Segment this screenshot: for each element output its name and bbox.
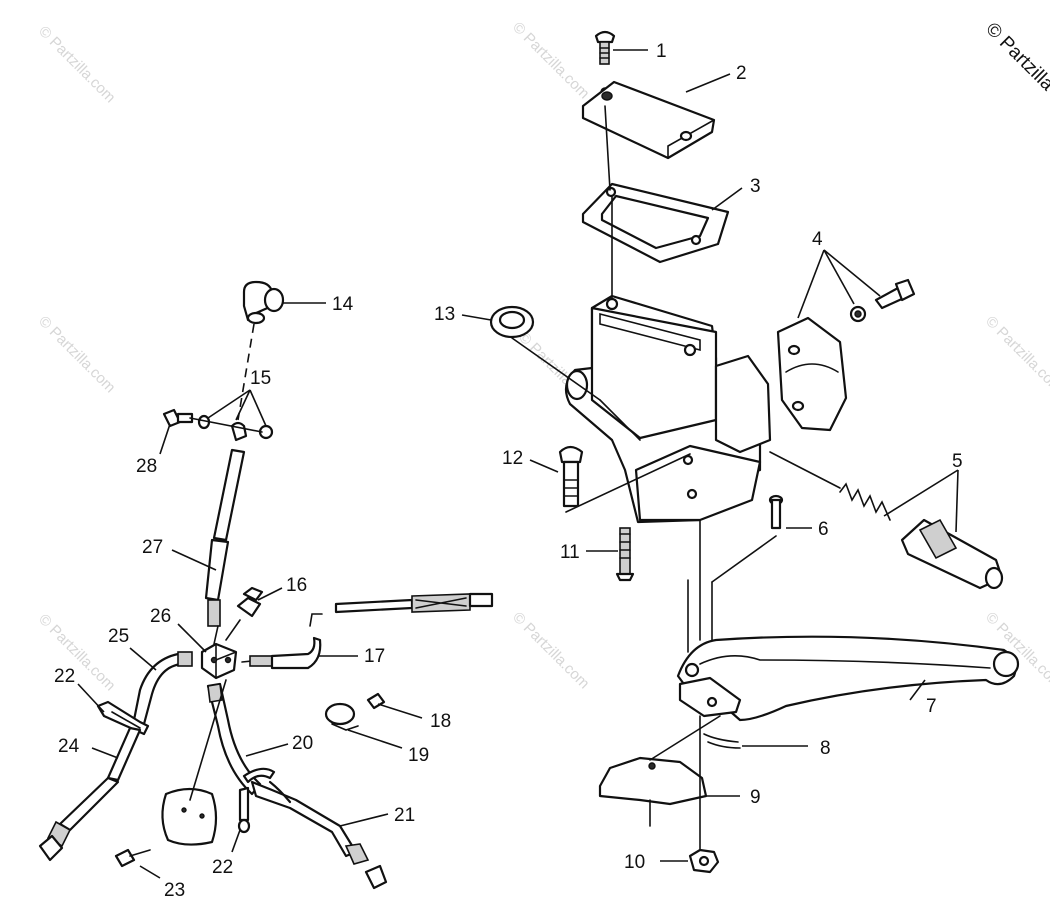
callout-11: 11 [560, 542, 580, 563]
callout-26: 26 [150, 606, 171, 627]
callout-6: 6 [818, 519, 829, 540]
part-25-brake-hose [132, 651, 193, 726]
callout-5: 5 [952, 451, 963, 472]
right-assembly-lines [511, 105, 841, 851]
leader-lines [77, 49, 959, 879]
part-19-hose-clip [324, 702, 359, 731]
left-assembly-lines [189, 323, 263, 801]
part-20-brake-hose [206, 682, 262, 796]
part-17-brake-line [241, 592, 494, 670]
part-8-lever-spring [703, 733, 741, 749]
callout-13: 13 [434, 304, 455, 325]
callout-18: 18 [430, 711, 451, 732]
callout-24: 24 [58, 736, 80, 757]
part-5-piston-assembly [839, 482, 1004, 590]
callout-22-bottom: 22 [212, 857, 233, 878]
callout-22-left: 22 [54, 666, 75, 687]
part-3-reservoir-gasket [581, 182, 730, 264]
callout-20: 20 [292, 733, 313, 754]
callout-12: 12 [502, 448, 523, 469]
callout-10: 10 [624, 852, 645, 873]
callout-4: 4 [812, 229, 823, 250]
callout-25: 25 [108, 626, 129, 647]
part-21-brake-hose [250, 780, 388, 890]
callout-28: 28 [136, 456, 157, 477]
watermark: © Partzilla.com [35, 313, 118, 396]
part-24-brake-hose [38, 726, 142, 862]
watermark: © Partzilla.com [509, 609, 592, 692]
part-13-seal [489, 305, 535, 339]
part-11-bolt [615, 527, 635, 582]
watermark: © Partzilla.com [35, 23, 118, 106]
part-23-mounting-plate [114, 787, 218, 868]
part-18-bleeder-screw [366, 692, 386, 710]
callout-8: 8 [820, 738, 831, 759]
master-cylinder-body [564, 294, 772, 524]
callout-7: 7 [926, 696, 937, 717]
part-10-nut [688, 848, 720, 874]
part-28-banjo-bolt [162, 408, 194, 428]
callout-23: 23 [164, 880, 185, 901]
callout-14: 14 [332, 294, 354, 315]
callout-2: 2 [736, 63, 747, 84]
callout-21: 21 [394, 805, 415, 826]
watermark: © Partzilla.com [982, 313, 1050, 396]
part-26-junction-block [200, 642, 238, 680]
part-4-handlebar-clamp [776, 278, 916, 432]
watermark: © Partzilla.com [509, 19, 592, 102]
part-9-lever-bracket [598, 756, 708, 806]
callout-labels: 1 2 3 4 5 6 7 8 9 10 11 12 13 14 15 16 1… [54, 41, 963, 901]
part-22-hose-clamp [96, 700, 150, 736]
part-16-bleeder-valve [236, 586, 264, 618]
part-6-pivot-pin [768, 494, 784, 530]
watermark-layer: © Partzilla.com © Partzilla.com © Partzi… [35, 19, 1050, 694]
callout-15: 15 [250, 368, 271, 389]
callout-19: 19 [408, 745, 429, 766]
part-12-bolt [558, 445, 584, 508]
watermark: © Partzilla.com [35, 611, 118, 694]
callout-16: 16 [286, 575, 307, 596]
callout-27: 27 [142, 537, 163, 558]
part-27-brake-hose [204, 448, 246, 627]
callout-17: 17 [364, 646, 385, 667]
part-22-hose-clamp [237, 767, 276, 834]
callout-9: 9 [750, 787, 761, 808]
part-7-brake-lever [676, 635, 1020, 722]
copyright-text: © Partzilla [981, 19, 1050, 96]
part-14-tee-fitting [242, 280, 285, 325]
part-2-reservoir-cover [581, 80, 716, 160]
callout-1: 1 [656, 41, 667, 62]
callout-3: 3 [750, 176, 761, 197]
